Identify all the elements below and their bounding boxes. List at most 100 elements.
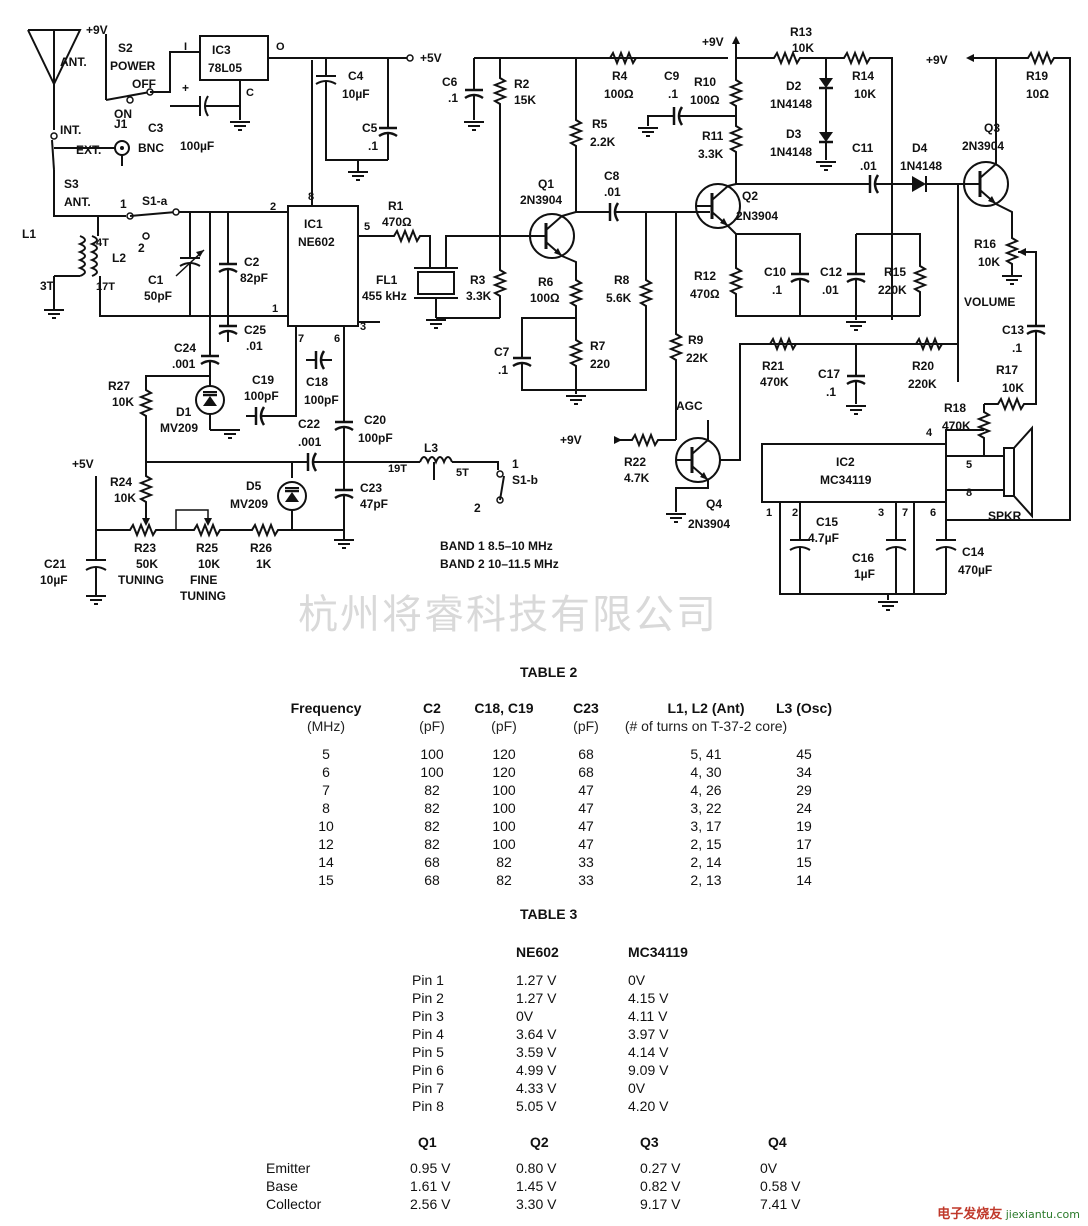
ic2-pin3: 3: [878, 507, 884, 519]
s3-switch: [50, 132, 98, 217]
table2-cell: 68: [578, 746, 594, 762]
d1-part: MV209: [160, 421, 198, 435]
r19-label: R19: [1026, 69, 1048, 83]
radio-receiver-schematic: +9V ANT. INT. EXT. J1 BNC S3 ANT. L1 4T …: [22, 23, 1071, 611]
ic1-pin1: 1: [272, 303, 278, 315]
supply-5v-label: +5V: [420, 51, 442, 65]
table3-pin-label: Pin 3: [412, 1008, 444, 1024]
fl1-ceramic-filter: [414, 235, 500, 329]
r15-resistor: [856, 233, 926, 316]
table2-cell: 82: [424, 800, 440, 816]
table3-mc34119-value: 0V: [628, 972, 646, 988]
table2-cell: 47: [578, 782, 594, 798]
q2-transistor: [694, 182, 742, 230]
d2-part: 1N4148: [770, 97, 812, 111]
c7-capacitor: [511, 310, 647, 391]
bnc-label: BNC: [138, 141, 164, 155]
table3-mc34119-value: 4.11 V: [628, 1008, 668, 1024]
c9-value: .1: [668, 87, 678, 101]
on-label: ON: [114, 107, 132, 121]
r5-label: R5: [592, 117, 608, 131]
r20-label: R20: [912, 359, 934, 373]
table3-ne602-value: 4.99 V: [516, 1062, 557, 1078]
r16-value: 10K: [978, 255, 1000, 269]
c8-value: .01: [604, 185, 621, 199]
l1-17t-label: 17T: [96, 281, 115, 293]
q3-part: 2N3904: [962, 139, 1004, 153]
table3-mc34119-value: 4.15 V: [628, 990, 669, 1006]
table2-cell: 120: [492, 746, 516, 762]
c3-capacitor: [170, 95, 240, 117]
d1-varactor: [194, 372, 241, 439]
q3-transistor: [962, 160, 1010, 208]
table3-q-header-3: Q4: [768, 1134, 787, 1150]
table2-cell: 15: [318, 872, 334, 888]
table2-cell: 2, 14: [690, 854, 722, 870]
table2-cell: 82: [496, 872, 512, 888]
r27-value: 10K: [112, 395, 134, 409]
c13-label: C13: [1002, 323, 1024, 337]
table3-q-value: 3.30 V: [516, 1196, 557, 1212]
c11-capacitor: [858, 173, 888, 195]
r6-label: R6: [538, 275, 554, 289]
table2-cell: 100: [420, 746, 444, 762]
ic1-name: IC1: [304, 217, 323, 231]
r7-value: 220: [590, 357, 610, 371]
l3-label: L3: [424, 441, 438, 455]
r27-resistor: [140, 375, 210, 462]
c22-capacitor: [296, 451, 326, 473]
table2-cell: 4, 26: [690, 782, 722, 798]
s1a-pos1: 1: [120, 197, 127, 211]
table2-subheader-4: (# of turns on T-37-2 core): [624, 718, 788, 734]
s1b-switch: [496, 470, 505, 504]
c17-capacitor: [845, 344, 867, 415]
q2-label: Q2: [742, 189, 758, 203]
table3-ic-header-1: MC34119: [628, 944, 688, 960]
c13-value: .1: [1012, 341, 1022, 355]
supply-9v-label-4: +9V: [560, 433, 582, 447]
q1-part: 2N3904: [520, 193, 562, 207]
table2-cell: 68: [424, 872, 440, 888]
c16-capacitor: [877, 539, 907, 611]
table3-q-value: 1.61 V: [410, 1178, 451, 1194]
c11-label: C11: [852, 141, 874, 155]
table3-mc34119-value: 3.97 V: [628, 1026, 669, 1042]
c3-plus: +: [182, 81, 189, 95]
ic3-name: IC3: [212, 43, 231, 57]
table3-terminal-label: Base: [266, 1178, 298, 1194]
c25-label: C25: [244, 323, 266, 337]
r26-value: 1K: [256, 557, 272, 571]
table2-cell: 68: [424, 854, 440, 870]
r18-label: R18: [944, 401, 966, 415]
r13-value: 10K: [792, 41, 814, 55]
speaker-symbol: [1003, 425, 1033, 519]
c19-capacitor: [244, 360, 297, 427]
table3-mc34119-value: 0V: [628, 1080, 646, 1096]
table2-cell: 5, 41: [690, 746, 722, 762]
table3-pin-label: Pin 4: [412, 1026, 444, 1042]
c20-value: 100pF: [358, 431, 393, 445]
table3-q-value: 0.58 V: [760, 1178, 801, 1194]
s1a-pos2: 2: [138, 241, 145, 255]
table2-header-0: Frequency: [290, 700, 362, 716]
table3-ne602-value: 5.05 V: [516, 1098, 557, 1114]
table3-q-header-2: Q3: [640, 1134, 659, 1150]
s3-ant-label: ANT.: [64, 195, 91, 209]
ant-label: ANT.: [60, 55, 87, 69]
ic1-pin7: 7: [298, 333, 304, 345]
c15-capacitor: [789, 539, 811, 594]
table3-q-value: 2.56 V: [410, 1196, 451, 1212]
table3-q-value: 0.27 V: [640, 1160, 681, 1176]
table2-cell: 10: [318, 818, 334, 834]
d5-part: MV209: [230, 497, 268, 511]
ic1-ne602: [287, 60, 390, 360]
r12-resistor: [730, 234, 920, 317]
table2-cell: 15: [796, 854, 812, 870]
r14-label: R14: [852, 69, 874, 83]
table2-cell: 3, 17: [690, 818, 722, 834]
ic3-pin-o: O: [276, 41, 285, 53]
s1a-switch: [98, 208, 290, 240]
table2-title: TABLE 2: [520, 664, 578, 680]
table2-header-5: L3 (Osc): [775, 700, 833, 716]
table3-q-value: 7.41 V: [760, 1196, 801, 1212]
